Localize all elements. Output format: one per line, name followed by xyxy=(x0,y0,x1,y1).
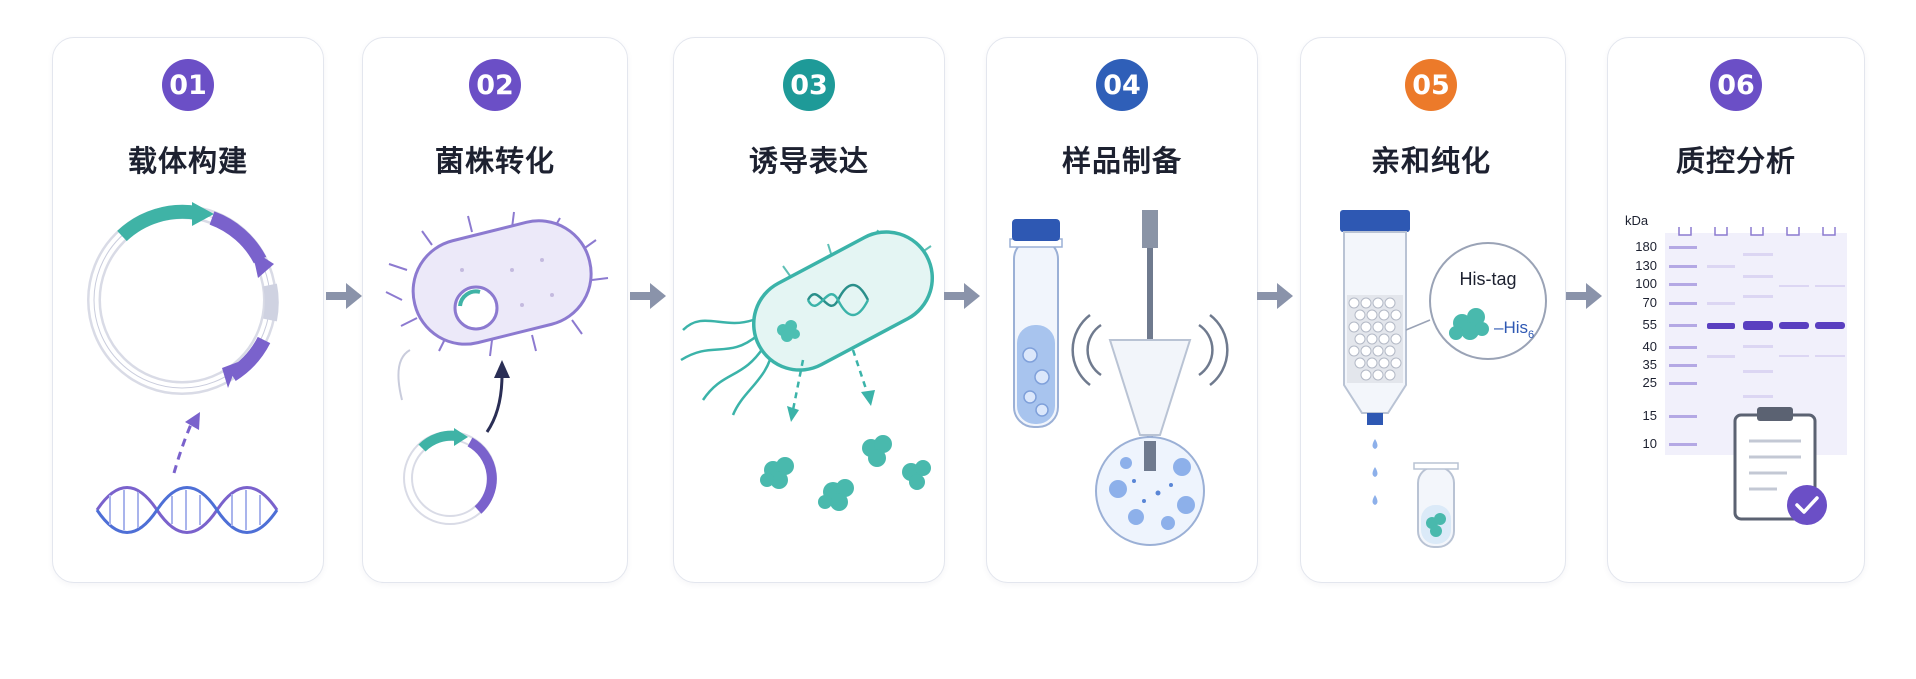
step-title: 质控分析 xyxy=(1636,138,1836,180)
sample-preparation-illustration xyxy=(986,205,1258,550)
flow-arrow-icon xyxy=(326,281,362,311)
svg-text:25: 25 xyxy=(1643,375,1657,390)
marker-labels: 180 130 100 70 55 40 35 25 15 10 xyxy=(1635,239,1657,451)
svg-text:15: 15 xyxy=(1643,408,1657,423)
svg-text:35: 35 xyxy=(1643,357,1657,372)
step-number-badge: 01 xyxy=(162,59,214,111)
step-title: 诱导表达 xyxy=(709,138,909,180)
svg-text:70: 70 xyxy=(1643,295,1657,310)
step-number-badge: 06 xyxy=(1710,59,1762,111)
flow-arrow-icon xyxy=(630,281,666,311)
step-number-badge: 03 xyxy=(783,59,835,111)
step-title: 亲和纯化 xyxy=(1331,138,1531,180)
step-number-badge: 05 xyxy=(1405,59,1457,111)
bacterium-transformation-illustration xyxy=(362,210,628,550)
flow-arrow-icon xyxy=(1566,281,1602,311)
svg-text:100: 100 xyxy=(1635,276,1657,291)
affinity-purification-illustration: His-tag –His6 xyxy=(1300,205,1566,560)
flow-arrow-icon xyxy=(944,281,980,311)
svg-text:180: 180 xyxy=(1635,239,1657,254)
step-title: 载体构建 xyxy=(88,138,288,180)
svg-text:10: 10 xyxy=(1643,436,1657,451)
svg-text:130: 130 xyxy=(1635,258,1657,273)
sds-page-gel-illustration: kDa 180 130 100 70 55 40 35 25 15 10 xyxy=(1607,205,1865,540)
step-number-badge: 04 xyxy=(1096,59,1148,111)
induced-expression-illustration xyxy=(673,220,945,540)
his-tag-label: His-tag xyxy=(1459,269,1516,289)
step-title: 菌株转化 xyxy=(395,138,595,180)
plasmid-illustration xyxy=(52,190,324,550)
svg-text:55: 55 xyxy=(1643,317,1657,332)
gel-unit-label: kDa xyxy=(1625,213,1649,228)
step-number-badge: 02 xyxy=(469,59,521,111)
svg-text:40: 40 xyxy=(1643,339,1657,354)
step-title: 样品制备 xyxy=(1022,138,1222,180)
flow-arrow-icon xyxy=(1257,281,1293,311)
